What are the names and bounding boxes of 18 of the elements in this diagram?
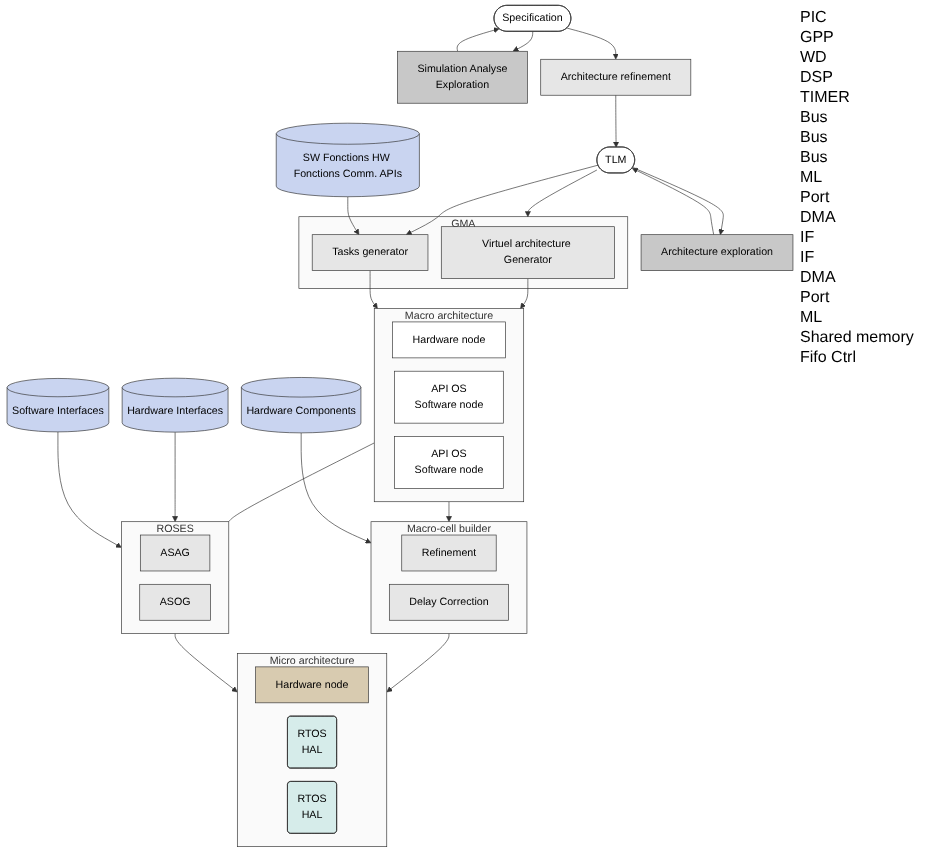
part-label: TIMER (800, 88, 852, 106)
part-label: IF (800, 228, 817, 246)
part-label: GPP (800, 28, 836, 46)
part-label: Port (800, 188, 832, 206)
part-label: ML (800, 168, 825, 186)
part-label: DMA (800, 268, 838, 286)
part-label: Shared memory (800, 328, 916, 346)
part-label: Bus (800, 148, 830, 166)
part-label: PIC (800, 8, 829, 26)
part-label: Fifo Ctrl (800, 348, 858, 366)
part-label: Bus (800, 108, 830, 126)
part-label: DSP (800, 68, 835, 86)
part-label: ML (800, 308, 825, 326)
part-label: Port (800, 288, 832, 306)
part-label: WD (800, 48, 829, 66)
part-label: DMA (800, 208, 838, 226)
part-label: IF (800, 248, 817, 266)
part-label: Bus (800, 128, 830, 146)
